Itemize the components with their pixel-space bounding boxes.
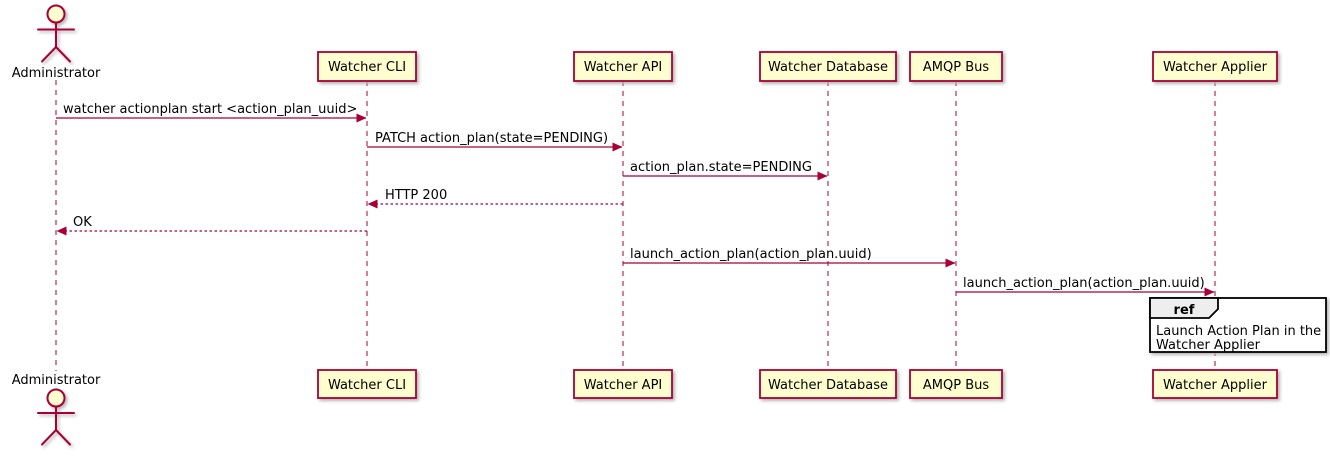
participant-name-label: AMQP Bus <box>923 60 989 75</box>
participant-name-label: Watcher Applier <box>1163 60 1268 75</box>
participant-name-label: Watcher API <box>584 378 663 393</box>
participant-name-label: Watcher CLI <box>328 378 406 393</box>
message-label: launch_action_plan(action_plan.uuid) <box>963 276 1205 291</box>
ref-tab-pentagon <box>1149 297 1219 319</box>
participant-rect <box>317 51 417 82</box>
actor-head <box>46 388 66 408</box>
participant-box-watcher-api-bottom: Watcher API <box>573 369 673 399</box>
participant-box-amqp-bus-top: AMQP Bus <box>909 51 1003 82</box>
participant-rect <box>759 369 897 399</box>
actor-body <box>37 405 75 446</box>
message-actionplan-start: watcher actionplan start <action_plan_uu… <box>56 102 367 123</box>
ref-keyword-label: ref <box>1174 303 1195 318</box>
participant-box-watcher-database-top: Watcher Database <box>759 51 897 82</box>
participant-box-amqp-bus-bottom: AMQP Bus <box>909 369 1003 399</box>
participant-rect <box>1152 369 1278 399</box>
participant-box-watcher-api-top: Watcher API <box>573 51 673 82</box>
participant-rect <box>909 51 1003 82</box>
actor-administrator-bottom: Administrator <box>12 373 101 446</box>
ref-text-line-2: Watcher Applier <box>1156 338 1261 353</box>
participant-name-label: Watcher Database <box>768 378 888 393</box>
message-label: PATCH action_plan(state=PENDING) <box>375 131 608 146</box>
actor-head <box>46 4 66 24</box>
message-db-update-state: action_plan.state=PENDING <box>623 160 828 181</box>
participant-name-label: Watcher Database <box>768 60 888 75</box>
participant-rect <box>317 369 417 399</box>
message-label: OK <box>73 215 92 230</box>
ref-box <box>1149 297 1327 353</box>
participant-rect <box>909 369 1003 399</box>
participant-box-watcher-applier-top: Watcher Applier <box>1152 51 1278 82</box>
participant-name-label: Watcher Applier <box>1163 378 1268 393</box>
participant-rect <box>573 51 673 82</box>
ref-text-line-1: Launch Action Plan in the <box>1156 324 1321 339</box>
message-label: HTTP 200 <box>385 188 447 203</box>
lifelines <box>55 80 1216 371</box>
participant-box-watcher-database-bottom: Watcher Database <box>759 369 897 399</box>
actor-name-label: Administrator <box>12 66 101 81</box>
message-patch-action-plan: PATCH action_plan(state=PENDING) <box>367 131 623 152</box>
actor-icon <box>37 388 75 446</box>
participant-box-watcher-cli-top: Watcher CLI <box>317 51 417 82</box>
message-http-200: HTTP 200 <box>367 188 623 209</box>
actor-body <box>37 21 75 63</box>
actor-administrator-top: Administrator <box>12 4 101 81</box>
message-label: watcher actionplan start <action_plan_uu… <box>63 102 357 117</box>
participant-name-label: Watcher CLI <box>328 60 406 75</box>
message-launch-action-plan-amqp-to-applier: launch_action_plan(action_plan.uuid) <box>956 276 1215 297</box>
participant-rect <box>573 369 673 399</box>
participant-box-watcher-applier-bottom: Watcher Applier <box>1152 369 1278 399</box>
message-launch-action-plan-api-to-amqp: launch_action_plan(action_plan.uuid) <box>623 247 956 268</box>
message-label: action_plan.state=PENDING <box>630 160 812 175</box>
participant-rect <box>759 51 897 82</box>
participant-box-watcher-cli-bottom: Watcher CLI <box>317 369 417 399</box>
actor-name-label: Administrator <box>12 373 101 388</box>
participant-name-label: AMQP Bus <box>923 378 989 393</box>
participant-name-label: Watcher API <box>584 60 663 75</box>
actor-icon <box>37 4 75 63</box>
message-ok: OK <box>56 215 367 236</box>
ref-fragment: ref Launch Action Plan in the Watcher Ap… <box>1149 297 1327 353</box>
participant-rect <box>1152 51 1278 82</box>
message-label: launch_action_plan(action_plan.uuid) <box>630 247 872 262</box>
